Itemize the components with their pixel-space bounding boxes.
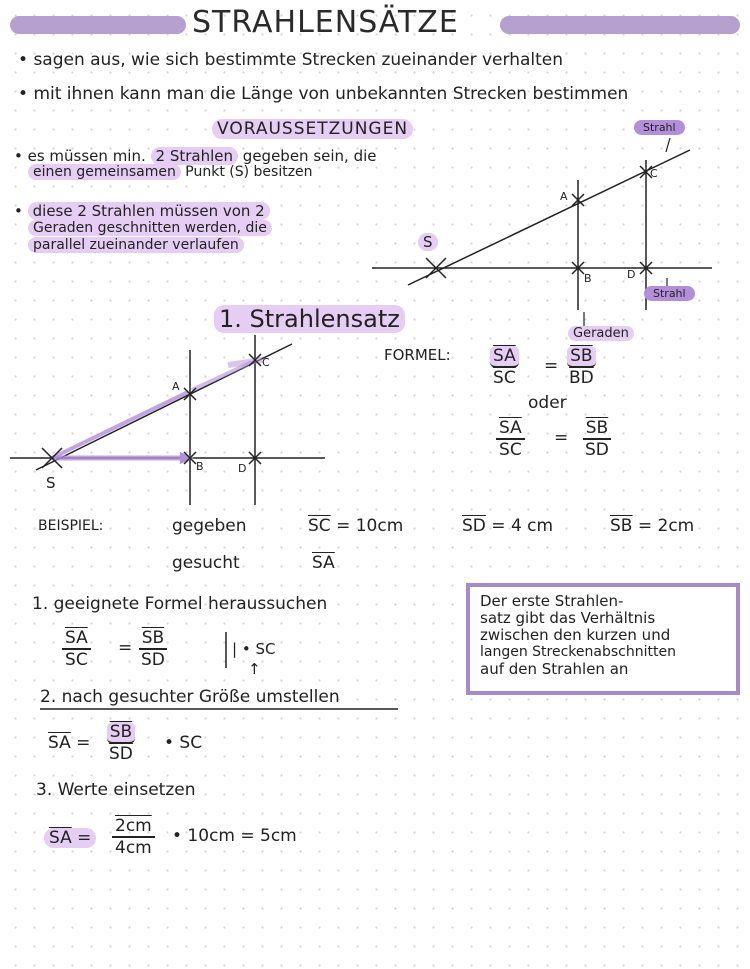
step1-arrow: ↑	[248, 660, 261, 678]
voraussetzungen-heading: VORAUSSETZUNGEN	[212, 119, 414, 139]
point-C-2: C	[262, 356, 270, 369]
box-line-4: langen Streckenabschnitten	[480, 644, 676, 660]
step1-eq: =	[118, 638, 133, 658]
formel1-eq: =	[544, 356, 559, 376]
step1-op: | • SC	[232, 640, 276, 658]
page-title: STRAHLENSÄTZE	[192, 5, 459, 40]
voraussetzung-1: • es müssen min. 2 Strahlen gegeben sein…	[14, 147, 377, 165]
label-geraden: Geraden	[568, 326, 634, 341]
point-D-1: D	[627, 268, 636, 281]
point-D-2: D	[238, 462, 247, 475]
title-bar-right	[500, 16, 740, 34]
beispiel-label: BEISPIEL:	[38, 518, 104, 534]
given-sb: SB = 2cm	[610, 516, 695, 536]
step-1: 1. geeignete Formel heraussuchen	[32, 594, 328, 614]
given-sd: SD = 4 cm	[462, 516, 554, 536]
step2-lhs: SA =	[48, 733, 91, 753]
intro-bullet-1: • sagen aus, wie sich bestimmte Strecken…	[18, 50, 564, 70]
step-3: 3. Werte einsetzen	[36, 780, 196, 800]
step3-rhs: • 10cm = 5cm	[172, 826, 297, 846]
gegeben-label: gegeben	[172, 516, 247, 536]
satz1-heading: 1. Strahlensatz	[214, 305, 405, 333]
box-line-5: auf den Strahlen an	[480, 660, 629, 678]
given-sc: SC = 10cm	[308, 516, 404, 536]
voraussetzung-2-line2: Geraden geschnitten werden, die	[28, 220, 272, 236]
formel2-eq: =	[554, 428, 569, 448]
info-box: Der erste Strahlen- satz gibt das Verhäl…	[466, 583, 740, 695]
point-B-1: B	[584, 272, 592, 285]
point-S-2: S	[46, 474, 56, 492]
step3-lhs: SA =	[44, 828, 97, 848]
formel-label: FORMEL:	[384, 346, 451, 364]
gesucht-label: gesucht	[172, 553, 240, 573]
label-strahl-right: Strahl	[644, 286, 695, 301]
label-strahl-top: Strahl	[634, 120, 685, 135]
step-2: 2. nach gesuchter Größe umstellen	[40, 687, 340, 707]
intro-bullet-2: • mit ihnen kann man die Länge von unbek…	[18, 84, 629, 104]
box-line-3: zwischen den kurzen und	[480, 626, 671, 644]
point-A-1: A	[560, 190, 568, 203]
oder-text: oder	[528, 393, 567, 413]
point-A-2: A	[172, 380, 180, 393]
box-line-2: satz gibt das Verhältnis	[480, 609, 656, 627]
point-C-1: C	[650, 167, 658, 180]
title-bar-left	[10, 16, 186, 34]
wanted-sa: SA	[312, 553, 335, 573]
point-S-1: S	[418, 233, 438, 251]
voraussetzung-1-line2: einen gemeinsamen Punkt (S) besitzen	[28, 164, 313, 180]
step2-rhs: • SC	[164, 733, 203, 753]
voraussetzung-2-line3: parallel zueinander verlaufen	[28, 237, 244, 253]
box-line-1: Der erste Strahlen-	[480, 592, 624, 610]
voraussetzung-2: • diese 2 Strahlen müssen von 2	[14, 202, 270, 220]
point-B-2: B	[196, 460, 204, 473]
